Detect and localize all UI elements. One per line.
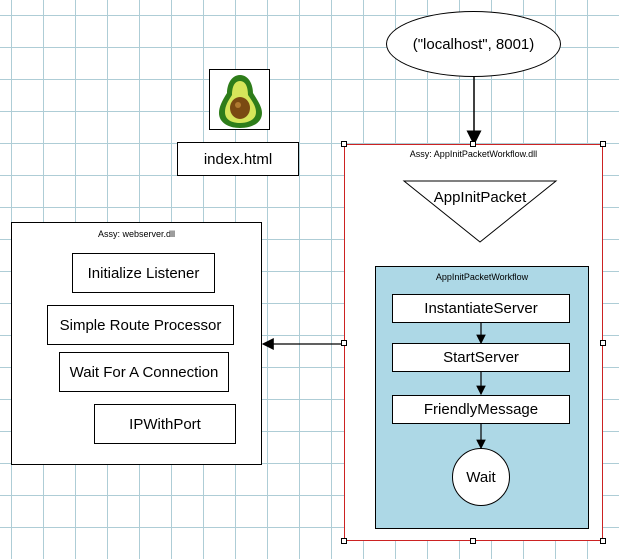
workflow-connectors [476,323,486,450]
resize-handle-bottom-left[interactable] [341,538,347,544]
file-node-index-html[interactable]: index.html [177,142,299,176]
packet-triangle[interactable] [345,145,604,265]
start-server-step[interactable]: StartServer [392,343,570,372]
packet-label: AppInitPacket [433,189,527,206]
webserver-title: Assy: webserver.dll [97,229,176,239]
avocado-icon[interactable] [209,69,270,130]
endpoint-node[interactable]: ("localhost", 8001) [386,11,561,77]
app-assembly-title: Assy: AppInitPacketWorkflow.dll [409,149,538,159]
resize-handle-bottom-right[interactable] [600,538,606,544]
resize-handle-top-left[interactable] [341,141,347,147]
resize-handle-top-middle[interactable] [470,141,476,147]
resize-handle-middle-right[interactable] [600,340,606,346]
initialize-listener-node[interactable]: Initialize Listener [72,253,215,293]
simple-route-processor-node[interactable]: Simple Route Processor [47,305,234,345]
workflow-title: AppInitPacketWorkflow [435,272,529,282]
ipwithport-node[interactable]: IPWithPort [94,404,236,444]
friendly-message-step[interactable]: FriendlyMessage [392,395,570,424]
wait-for-connection-node[interactable]: Wait For A Connection [59,352,229,392]
app-assembly[interactable]: Assy: AppInitPacketWorkflow.dll AppInitP… [344,144,603,541]
webserver-assembly[interactable]: Assy: webserver.dll Initialize Listener … [11,222,262,465]
resize-handle-bottom-middle[interactable] [470,538,476,544]
instantiate-server-step[interactable]: InstantiateServer [392,294,570,323]
endpoint-label: ("localhost", 8001) [412,35,535,53]
resize-handle-middle-left[interactable] [341,340,347,346]
wait-end-node[interactable]: Wait [452,448,510,506]
file-label: index.html [203,150,273,168]
resize-handle-top-right[interactable] [600,141,606,147]
workflow-container[interactable]: AppInitPacketWorkflow InstantiateServer … [375,266,589,529]
